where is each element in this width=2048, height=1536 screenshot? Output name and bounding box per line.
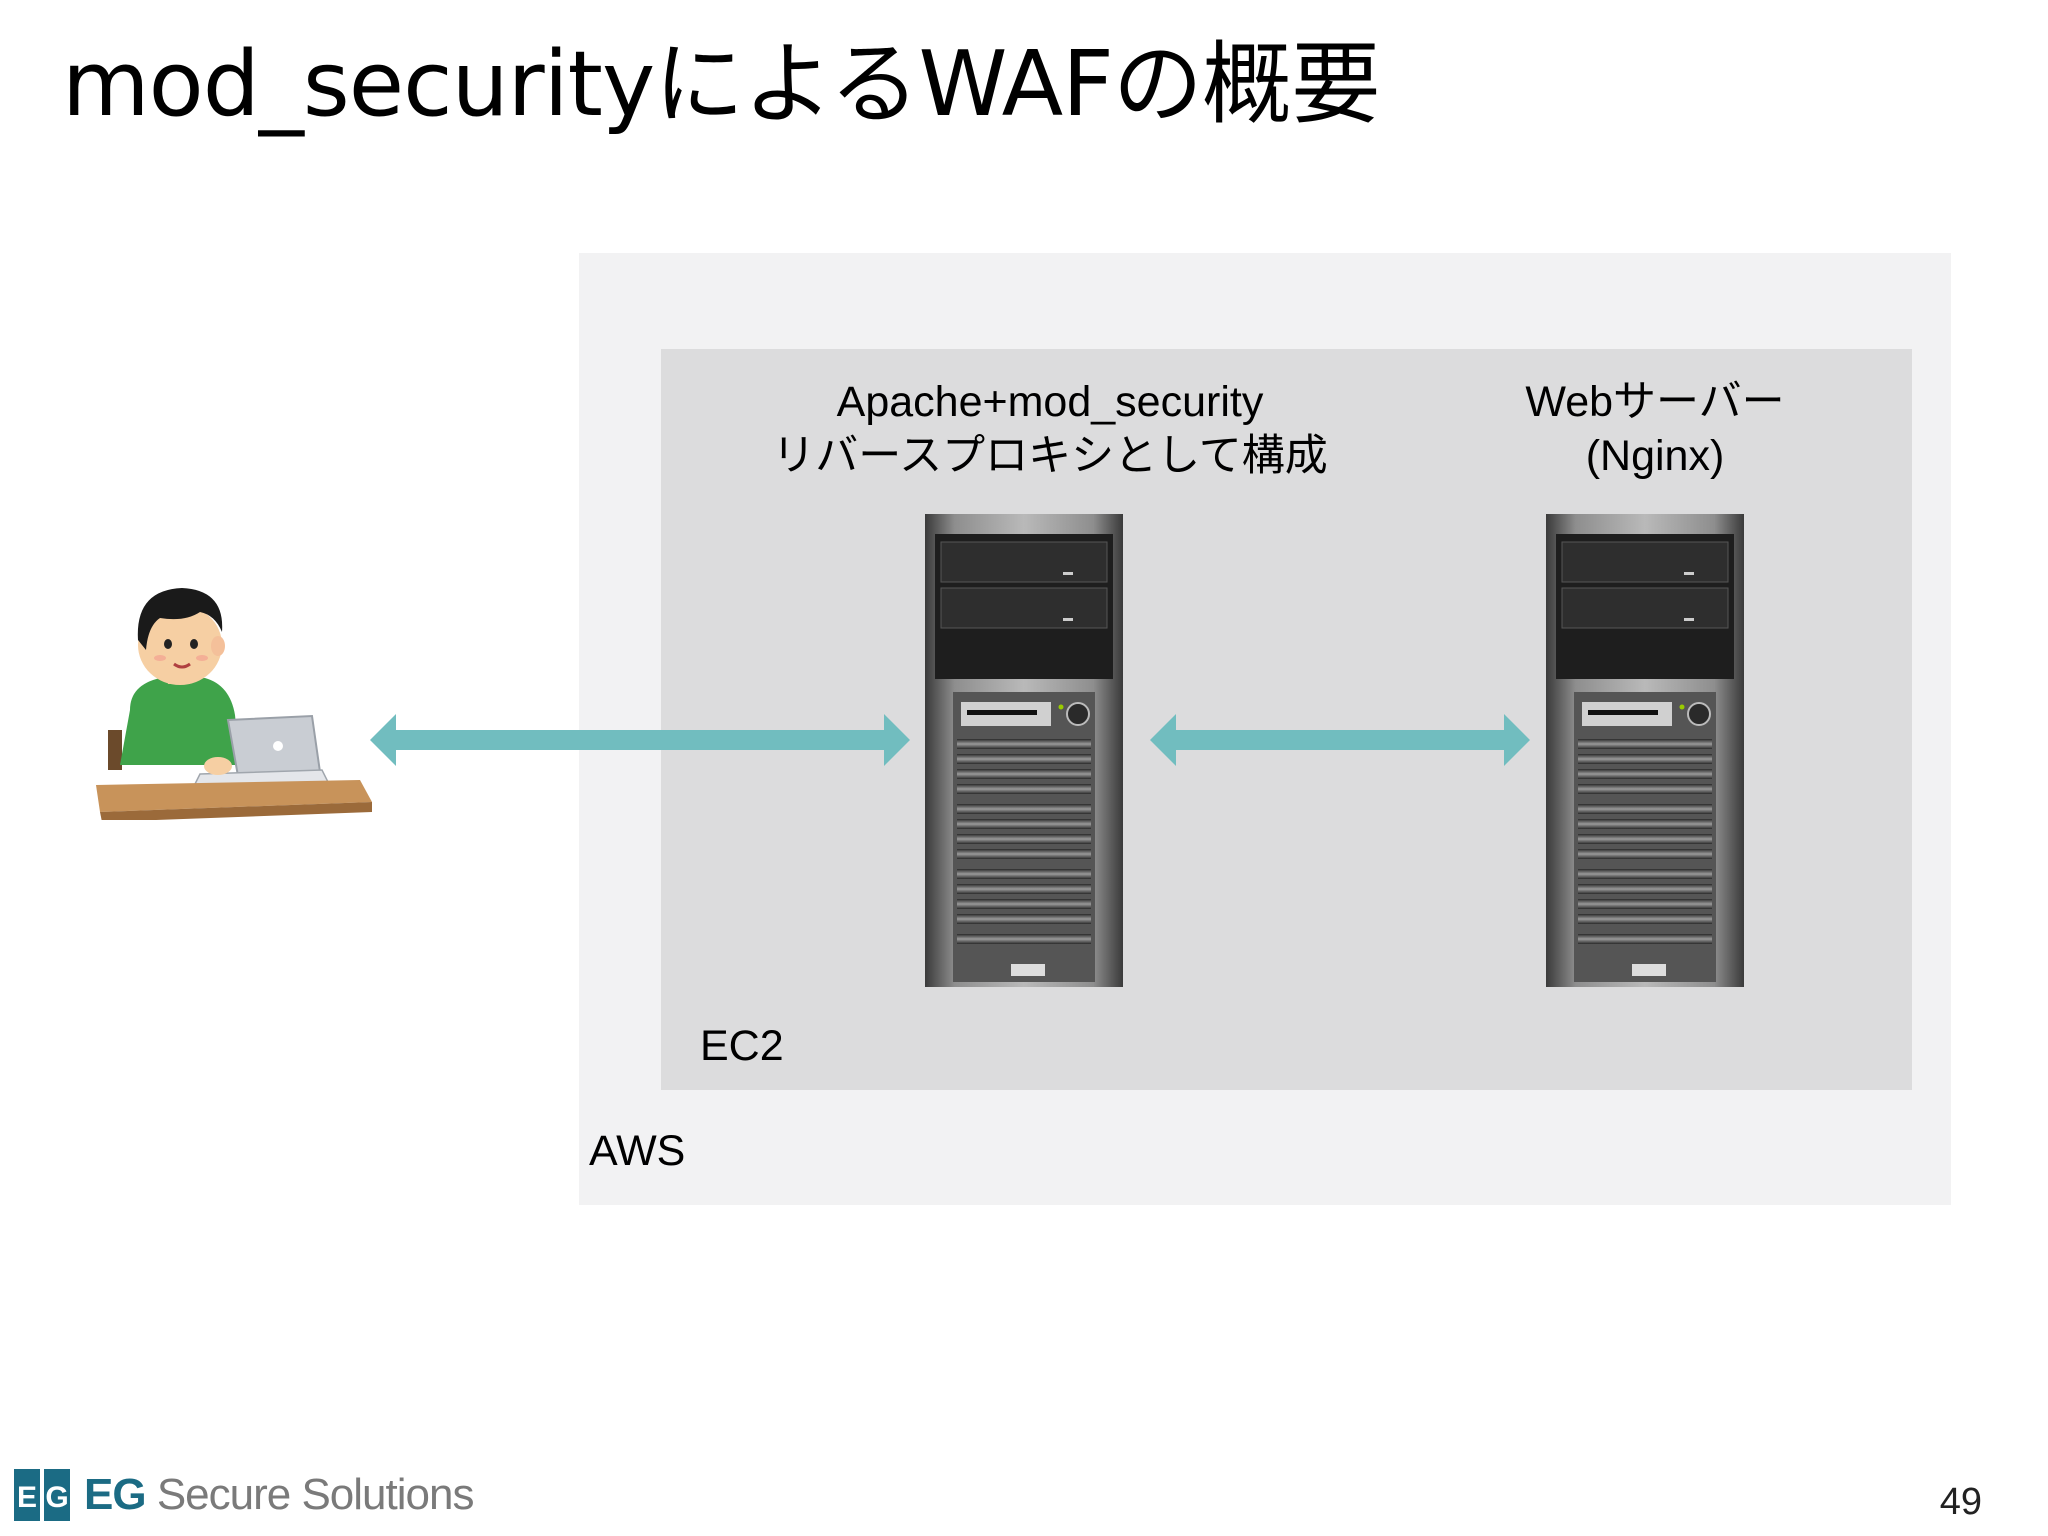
- svg-text:G: G: [45, 1481, 68, 1514]
- page-number: 49: [1939, 1481, 1982, 1523]
- proxy-web-arrow-shape: [1150, 714, 1530, 766]
- proxy-server-label-line1: Apache+mod_security: [836, 378, 1264, 426]
- proxy-server-label: Apache+mod_security リバースプロキシとして構成: [700, 375, 1400, 483]
- web-server-icon: [1546, 514, 1744, 987]
- company-name-rest: Secure Solutions: [156, 1470, 475, 1519]
- company-logo: E G EG Secure Solutions: [14, 1460, 494, 1530]
- slide-title: mod_securityによるWAFの概要: [62, 32, 1381, 137]
- proxy-server-icon: [925, 514, 1123, 987]
- company-name: EG Secure Solutions: [84, 1470, 475, 1520]
- svg-text:E: E: [17, 1481, 37, 1514]
- web-server-label: Webサーバー (Nginx): [1420, 375, 1890, 483]
- ec2-label: EC2: [700, 1022, 784, 1070]
- web-server-label-line1: Webサーバー: [1525, 378, 1785, 426]
- aws-label: AWS: [589, 1127, 686, 1175]
- client-proxy-arrow-shape: [370, 714, 910, 766]
- web-server-label-line2: (Nginx): [1585, 432, 1725, 480]
- company-initials: EG: [84, 1470, 147, 1519]
- client-proxy-arrow: [370, 714, 910, 766]
- eg-logo-mark-icon: E G: [14, 1465, 70, 1525]
- user-at-laptop-icon: [96, 588, 372, 820]
- proxy-web-arrow: [1150, 714, 1530, 766]
- proxy-server-label-line2: リバースプロキシとして構成: [772, 432, 1328, 480]
